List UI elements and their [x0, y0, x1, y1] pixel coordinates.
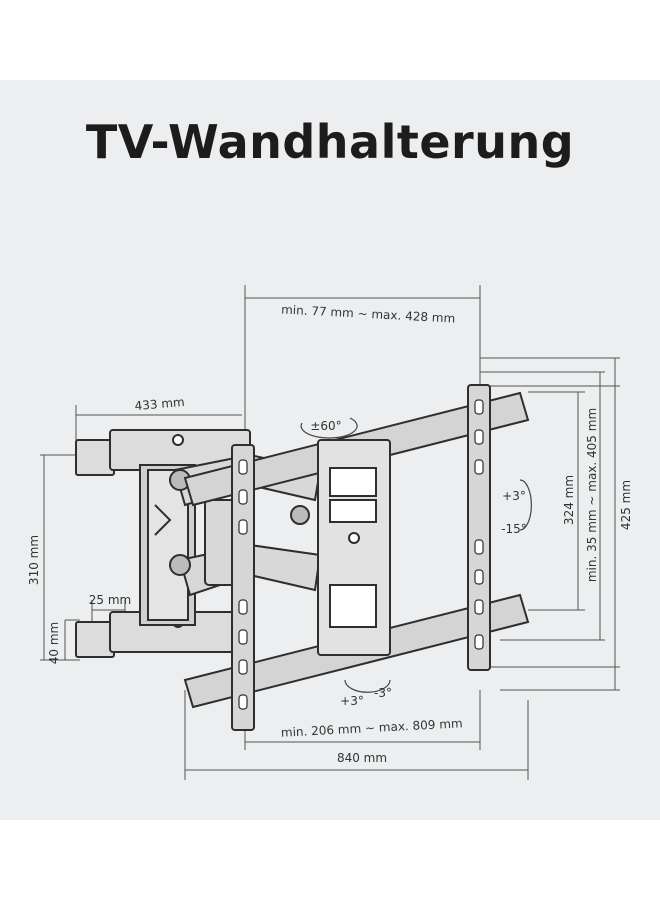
- label-tilt-up: +3°: [502, 489, 526, 503]
- label-tilt-down: -15°: [501, 522, 527, 536]
- label-total-height: 425 mm: [619, 480, 633, 530]
- vertical-arms: [231, 384, 491, 731]
- label-level-minus: -3°: [374, 686, 392, 700]
- page-title: TV-Wandhalterung: [85, 115, 575, 169]
- label-vesa-vertical: min. 35 mm ~ max. 405 mm: [585, 408, 599, 582]
- rotation-arrows: [300, 417, 532, 693]
- label-rail-height: 324 mm: [562, 475, 576, 525]
- label-total-width: 840 mm: [337, 751, 387, 765]
- dimension-lines: [40, 285, 620, 780]
- label-wall-plate-height: 310 mm: [27, 535, 41, 585]
- label-arm-depth: 433 mm: [134, 395, 185, 413]
- label-wall-offset: 25 mm: [89, 593, 131, 607]
- label-min-depth: 40 mm: [47, 622, 61, 664]
- label-rail-range: min. 206 mm ~ max. 809 mm: [281, 716, 463, 740]
- label-level-plus: +3°: [340, 694, 364, 708]
- label-vesa-horizontal: min. 77 mm ~ max. 428 mm: [281, 302, 456, 325]
- label-swivel: ±60°: [310, 419, 341, 433]
- center-bracket: [317, 439, 391, 656]
- vesa-slots: [238, 399, 484, 710]
